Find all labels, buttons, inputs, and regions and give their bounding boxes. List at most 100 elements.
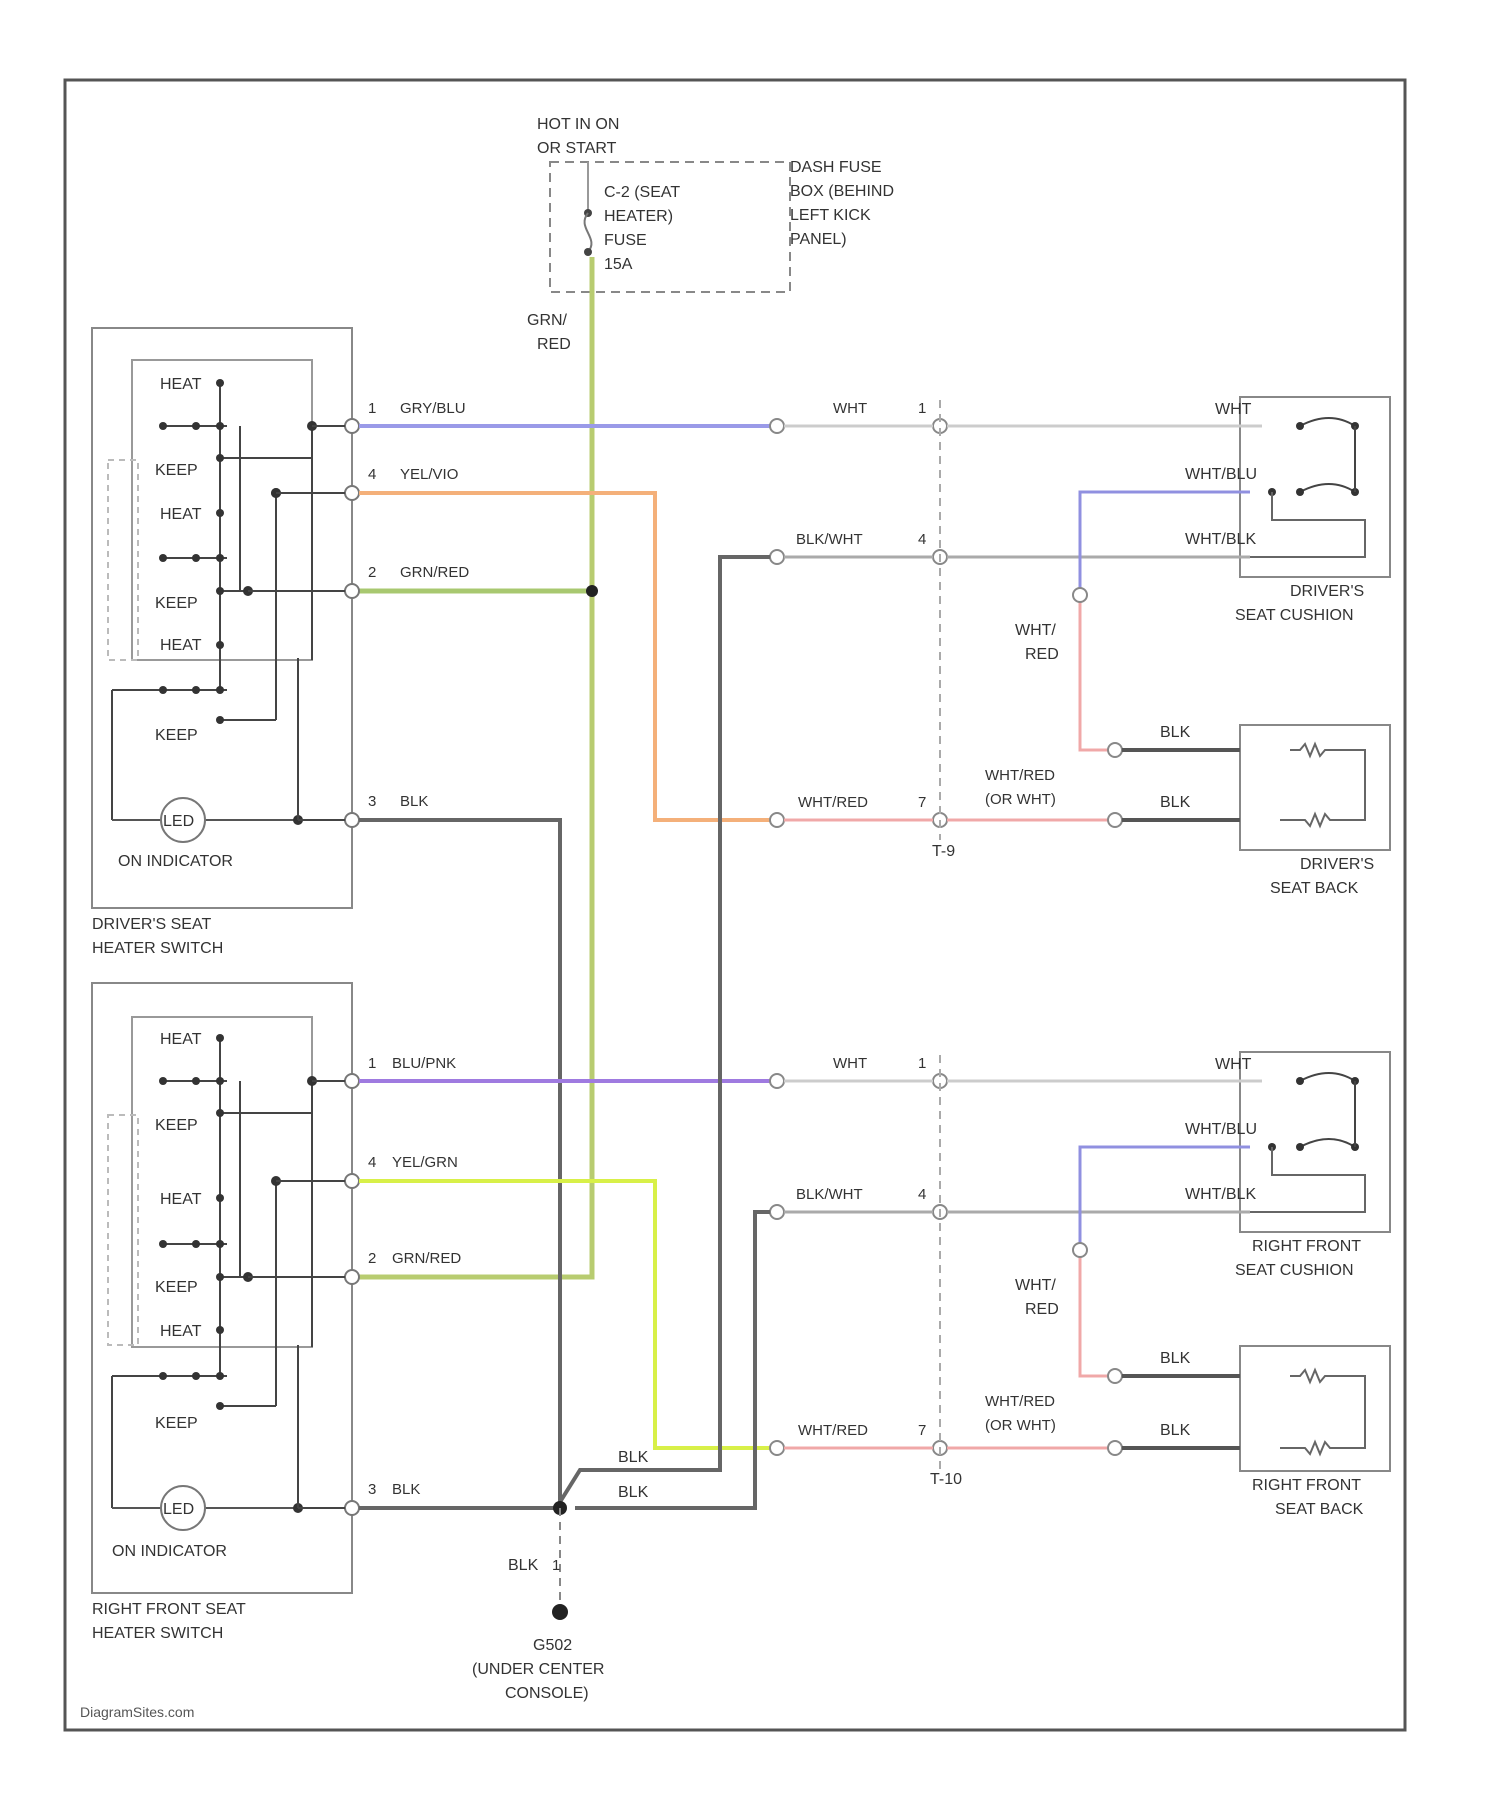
driver-back-title-line2: SEAT BACK bbox=[1270, 880, 1359, 897]
driver-wire-1-color: GRY/BLU bbox=[400, 400, 466, 417]
right-cushion-outline bbox=[1240, 1052, 1390, 1232]
driver-yel-vio-wire bbox=[359, 493, 770, 820]
driver-keep-label-2: KEEP bbox=[155, 595, 198, 612]
driver-cushion-jumper-line1: WHT/ bbox=[1015, 622, 1056, 639]
right-cushion-title-line2: SEAT CUSHION bbox=[1235, 1262, 1354, 1279]
right-switch-linkage bbox=[108, 1115, 138, 1345]
lower-wire-3-name: WHT/RED bbox=[798, 1422, 868, 1439]
driver-switch-title-line1: DRIVER'S SEAT bbox=[92, 916, 211, 933]
driver-switch-linkage bbox=[108, 460, 138, 660]
fuse-label-line4: 15A bbox=[604, 256, 633, 273]
lower-harness: WHT 1 BLK/WHT 4 WHT/RED 7 T-10 WHT/RED (… bbox=[770, 1055, 1115, 1488]
ground-wire-1-label: BLK bbox=[618, 1449, 649, 1466]
right-wire-2-color: YEL/GRN bbox=[392, 1154, 458, 1171]
right-keep-label-2: KEEP bbox=[155, 1279, 198, 1296]
right-cushion-wire-2: WHT/BLU bbox=[1185, 1121, 1257, 1138]
lower-alt-wire-line1: WHT/RED bbox=[985, 1393, 1055, 1410]
fuse-box-label-line2: BOX (BEHIND bbox=[790, 183, 894, 200]
hot-label-line1: HOT IN ON bbox=[537, 116, 619, 133]
fuse-block: HOT IN ON OR START C-2 (SEAT HEATER) FUS… bbox=[527, 116, 894, 353]
feed-wire-label-line1: GRN/ bbox=[527, 312, 568, 329]
right-on-indicator-label: ON INDICATOR bbox=[112, 1543, 227, 1560]
driver-seat-back: BLK BLK DRIVER'S SEAT BACK bbox=[1108, 724, 1390, 897]
driver-heat-label-2: HEAT bbox=[160, 506, 202, 523]
feed-splice bbox=[586, 585, 598, 597]
right-front-seat-back: BLK BLK RIGHT FRONT SEAT BACK bbox=[1108, 1346, 1390, 1518]
fuse-label-line2: HEATER) bbox=[604, 208, 673, 225]
grn-red-feed-wire bbox=[355, 257, 592, 1277]
driver-seat-cushion: WHT WHT/BLU WHT/BLK WHT/ RED DRIVER'S SE… bbox=[947, 397, 1390, 750]
driver-seat-heater-switch: HEAT KEEP HEAT KEEP HEAT KEEP bbox=[92, 328, 359, 957]
fuse-terminal-bottom bbox=[584, 248, 592, 256]
right-back-title-line1: RIGHT FRONT bbox=[1252, 1477, 1361, 1494]
upper-wire-3-pin: 7 bbox=[918, 794, 926, 811]
ground-circuit: BLK BLK BLK 1 G502 (UNDER CENTER CONSOLE… bbox=[472, 557, 770, 1702]
blk-return-lower bbox=[575, 1212, 770, 1508]
right-heat-label-2: HEAT bbox=[160, 1191, 202, 1208]
connector-t9-label: T-9 bbox=[932, 843, 955, 860]
ground-label-line1: G502 bbox=[533, 1637, 572, 1654]
driver-wire-1-pin: 1 bbox=[368, 400, 376, 417]
driver-back-wire-2: BLK bbox=[1160, 794, 1191, 811]
upper-wire-3-name: WHT/RED bbox=[798, 794, 868, 811]
right-wire-1-pin: 1 bbox=[368, 1055, 376, 1072]
right-back-outline bbox=[1240, 1346, 1390, 1471]
driver-cushion-wire-3: WHT/BLK bbox=[1185, 531, 1256, 548]
right-front-seat-cushion: WHT WHT/BLU WHT/BLK WHT/ RED RIGHT FRONT… bbox=[947, 1052, 1390, 1376]
driver-wire-4-color: BLK bbox=[400, 793, 428, 810]
right-cushion-wire-3: WHT/BLK bbox=[1185, 1186, 1256, 1203]
driver-cushion-wire-1: WHT bbox=[1215, 401, 1252, 418]
upper-wire-1-pin: 1 bbox=[918, 400, 926, 417]
hot-label-line2: OR START bbox=[537, 140, 617, 157]
driver-heat-label-1: HEAT bbox=[160, 376, 202, 393]
right-front-seat-heater-switch: HEAT KEEP HEAT KEEP HEAT KEEP bbox=[92, 983, 359, 1642]
driver-wire-3-pin: 2 bbox=[368, 564, 376, 581]
right-keep-label-3: KEEP bbox=[155, 1415, 198, 1432]
fuse-box-label-line1: DASH FUSE bbox=[790, 159, 882, 176]
driver-wire-2-pin: 4 bbox=[368, 466, 376, 483]
driver-keep-label-3: KEEP bbox=[155, 727, 198, 744]
right-back-wire-2: BLK bbox=[1160, 1422, 1191, 1439]
right-back-wire-1: BLK bbox=[1160, 1350, 1191, 1367]
lower-wire-2-pin: 4 bbox=[918, 1186, 926, 1203]
lower-wire-1-name: WHT bbox=[833, 1055, 867, 1072]
driver-keep-label-1: KEEP bbox=[155, 462, 198, 479]
driver-switch-title-line2: HEATER SWITCH bbox=[92, 940, 223, 957]
driver-heat-label-3: HEAT bbox=[160, 637, 202, 654]
driver-led-label: LED bbox=[163, 813, 194, 830]
right-cushion-wire-1: WHT bbox=[1215, 1056, 1252, 1073]
driver-cushion-wire-2: WHT/BLU bbox=[1185, 466, 1257, 483]
driver-on-indicator-label: ON INDICATOR bbox=[118, 853, 233, 870]
right-wire-3-color: GRN/RED bbox=[392, 1250, 461, 1267]
lower-alt-wire-line2: (OR WHT) bbox=[985, 1417, 1056, 1434]
right-led-label: LED bbox=[163, 1501, 194, 1518]
right-heat-label-3: HEAT bbox=[160, 1323, 202, 1340]
right-wire-1-color: BLU/PNK bbox=[392, 1055, 456, 1072]
right-switch-title-line2: HEATER SWITCH bbox=[92, 1625, 223, 1642]
driver-blk-wire bbox=[359, 820, 560, 1502]
right-cushion-jumper-line1: WHT/ bbox=[1015, 1277, 1056, 1294]
fuse-element bbox=[585, 213, 592, 252]
connector-t10-label: T-10 bbox=[930, 1471, 962, 1488]
lower-wire-1-pin: 1 bbox=[918, 1055, 926, 1072]
ground-wire-2-label: BLK bbox=[618, 1484, 649, 1501]
right-wire-3-pin: 2 bbox=[368, 1250, 376, 1267]
driver-wire-2-color: YEL/VIO bbox=[400, 466, 458, 483]
right-wire-2-pin: 4 bbox=[368, 1154, 376, 1171]
right-wire-4-color: BLK bbox=[392, 1481, 420, 1498]
right-cushion-jumper-line2: RED bbox=[1025, 1301, 1059, 1318]
right-wire-4-pin: 3 bbox=[368, 1481, 376, 1498]
driver-back-wire-1: BLK bbox=[1160, 724, 1191, 741]
lower-wire-3-pin: 7 bbox=[918, 1422, 926, 1439]
upper-alt-wire-line1: WHT/RED bbox=[985, 767, 1055, 784]
fuse-label-line1: C-2 (SEAT bbox=[604, 184, 680, 201]
driver-cushion-title-line2: SEAT CUSHION bbox=[1235, 607, 1354, 624]
right-yel-grn-wire bbox=[359, 1181, 770, 1448]
ground-point bbox=[552, 1604, 568, 1620]
right-heat-label-1: HEAT bbox=[160, 1031, 202, 1048]
ground-label-line3: CONSOLE) bbox=[505, 1685, 589, 1702]
footer-watermark: DiagramSites.com bbox=[80, 1704, 194, 1720]
upper-wire-2-name: BLK/WHT bbox=[796, 531, 863, 548]
right-switch-title-line1: RIGHT FRONT SEAT bbox=[92, 1601, 246, 1618]
ground-lead-label: BLK bbox=[508, 1557, 539, 1574]
